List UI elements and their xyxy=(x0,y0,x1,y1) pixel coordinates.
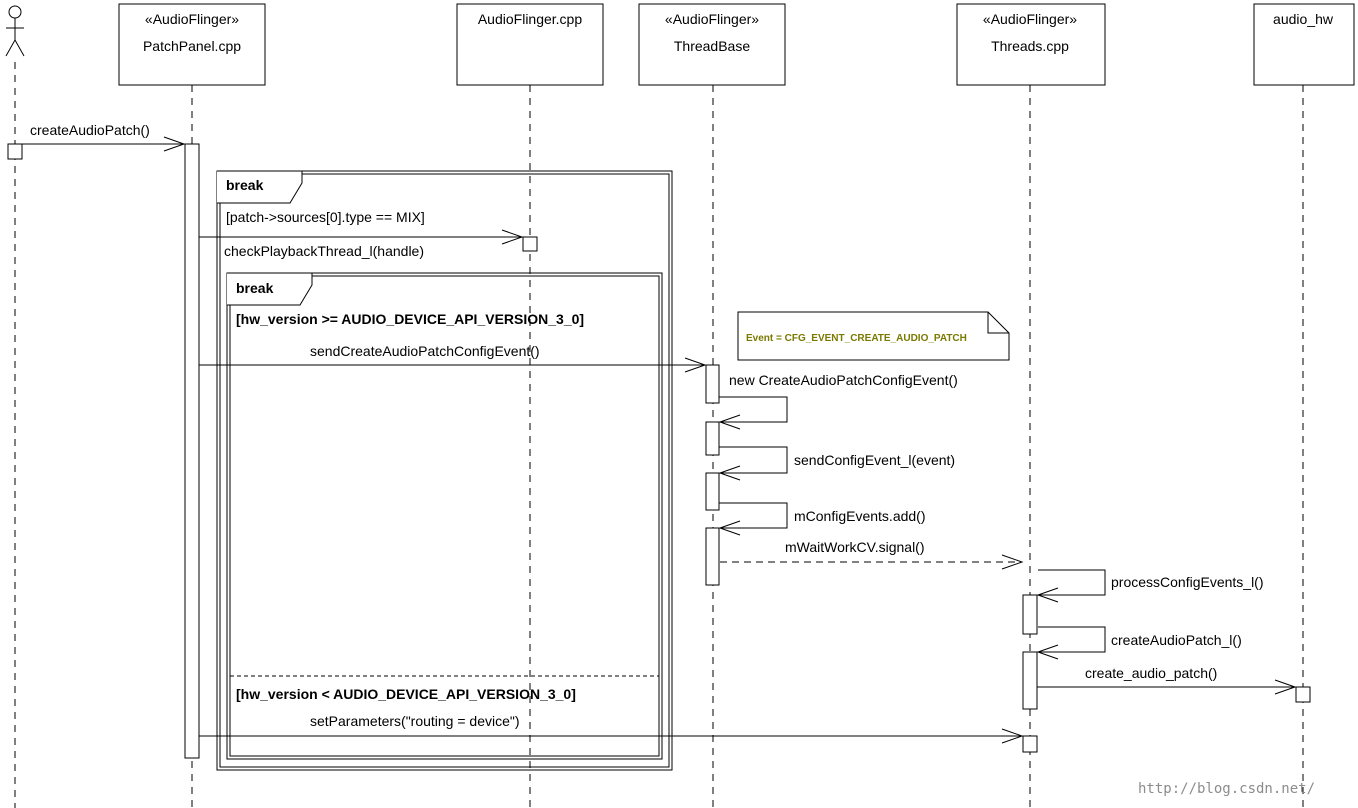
lifeline-box-audiohw: audio_hw xyxy=(1253,3,1355,86)
lifeline-name: audio_hw xyxy=(1273,11,1334,27)
message-label: mConfigEvents.add() xyxy=(794,508,926,524)
message-send-create-audio-patch-config-event: sendCreateAudioPatchConfigEvent() xyxy=(199,343,707,373)
message-label: checkPlaybackThread_l(handle) xyxy=(224,243,424,259)
message-check-playback-thread: checkPlaybackThread_l(handle) xyxy=(199,229,524,259)
lifeline-name: PatchPanel.cpp xyxy=(143,38,241,54)
actor-figure xyxy=(5,5,25,57)
activation-threads-3 xyxy=(1022,735,1038,753)
lifeline-name: ThreadBase xyxy=(674,38,750,54)
message-set-parameters: setParameters("routing = device") xyxy=(199,713,1024,744)
fragment-guard-2: [hw_version < AUDIO_DEVICE_API_VERSION_3… xyxy=(236,686,576,702)
message-create-audio-patch-hw: create_audio_patch() xyxy=(1037,665,1297,695)
fragment-keyword: break xyxy=(226,177,264,193)
message-create-audio-patch: createAudioPatch() xyxy=(22,122,186,152)
note-text: Event = CFG_EVENT_CREATE_AUDIO_PATCH xyxy=(746,333,967,344)
lifeline-name: AudioFlinger.cpp xyxy=(478,11,583,27)
message-label: new CreateAudioPatchConfigEvent() xyxy=(729,372,958,388)
watermark: http://blog.csdn.net/ xyxy=(1138,781,1315,797)
activation-threadbase-3 xyxy=(705,472,720,511)
message-label: createAudioPatch_l() xyxy=(1111,632,1242,648)
lifeline-stereotype: «AudioFlinger» xyxy=(665,11,759,27)
activation-threads-2 xyxy=(1022,651,1038,710)
message-label: processConfigEvents_l() xyxy=(1111,574,1264,590)
activation-threadbase-1 xyxy=(705,364,720,404)
message-label: sendConfigEvent_l(event) xyxy=(794,452,955,468)
activation-audiohw xyxy=(1295,686,1311,703)
fragment-guard-1: [hw_version >= AUDIO_DEVICE_API_VERSION_… xyxy=(236,311,584,327)
activation-threadbase-2 xyxy=(705,421,720,456)
message-label: createAudioPatch() xyxy=(30,122,150,138)
message-send-config-event: sendConfigEvent_l(event) xyxy=(718,446,955,481)
lifeline-stereotype: «AudioFlinger» xyxy=(983,11,1077,27)
message-create-audio-patch-l: createAudioPatch_l() xyxy=(1036,626,1242,660)
fragment-keyword: break xyxy=(236,280,274,296)
activation-patchpanel xyxy=(184,143,200,759)
message-label: sendCreateAudioPatchConfigEvent() xyxy=(310,343,540,359)
outer-break-fragment: break [patch->sources[0].type == MIX] xyxy=(216,170,673,771)
message-process-config-events: processConfigEvents_l() xyxy=(1036,569,1264,603)
message-config-events-add: mConfigEvents.add() xyxy=(718,502,926,536)
event-note: Event = CFG_EVENT_CREATE_AUDIO_PATCH xyxy=(737,311,1010,361)
message-label: mWaitWorkCV.signal() xyxy=(785,539,925,555)
activation-audioflinger xyxy=(522,236,538,252)
fragment-guard: [patch->sources[0].type == MIX] xyxy=(226,209,425,225)
inner-break-fragment: break [hw_version >= AUDIO_DEVICE_API_VE… xyxy=(226,272,663,760)
lifeline-box-threadbase: «AudioFlinger» ThreadBase xyxy=(638,3,786,86)
message-new-config-event: new CreateAudioPatchConfigEvent() xyxy=(718,372,958,430)
lifeline-box-threads: «AudioFlinger» Threads.cpp xyxy=(956,3,1106,86)
activation-threadbase-4 xyxy=(705,527,720,586)
lifeline-box-patchpanel: «AudioFlinger» PatchPanel.cpp xyxy=(118,3,266,86)
message-label: setParameters("routing = device") xyxy=(310,713,520,729)
activation-actor xyxy=(7,143,23,160)
lifeline-stereotype: «AudioFlinger» xyxy=(145,11,239,27)
message-label: create_audio_patch() xyxy=(1085,665,1217,681)
activation-threads-1 xyxy=(1022,594,1038,635)
message-wait-work-cv-signal: mWaitWorkCV.signal() xyxy=(720,539,1024,570)
lifeline-name: Threads.cpp xyxy=(991,38,1069,54)
lifeline-box-audioflinger: AudioFlinger.cpp xyxy=(456,3,604,86)
